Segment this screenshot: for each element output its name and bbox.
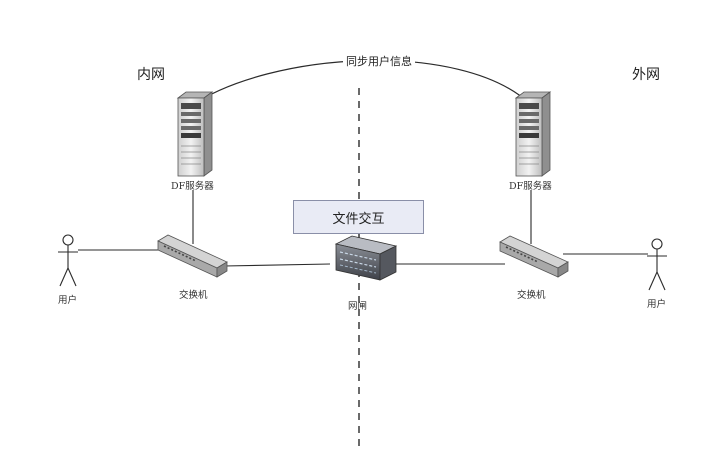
right-user-label: 用户 [647,299,667,310]
inner-network-label: 内网 [137,67,165,83]
link-left-switch-gateway [223,263,331,267]
right-switch-icon [499,235,569,278]
file-exchange-label: 文件交互 [332,211,385,227]
right-switch-label: 交换机 [517,290,546,301]
left-user-icon [58,234,78,287]
gateway-icon [334,235,398,281]
left-switch-label: 交换机 [179,290,208,301]
outer-network-label: 外网 [632,67,660,83]
gateway-label: 网闸 [348,301,368,312]
file-exchange-box: 文件交互 [293,200,424,234]
left-server-label: DF服务器 [171,181,214,192]
right-user-icon [647,238,667,291]
sync-user-info-label: 同步用户信息 [343,53,415,69]
left-switch-icon [157,234,228,278]
left-user-label: 用户 [58,295,78,306]
right-server-label: DF服务器 [509,181,552,192]
left-server-icon [176,91,214,177]
right-server-icon [514,91,552,177]
